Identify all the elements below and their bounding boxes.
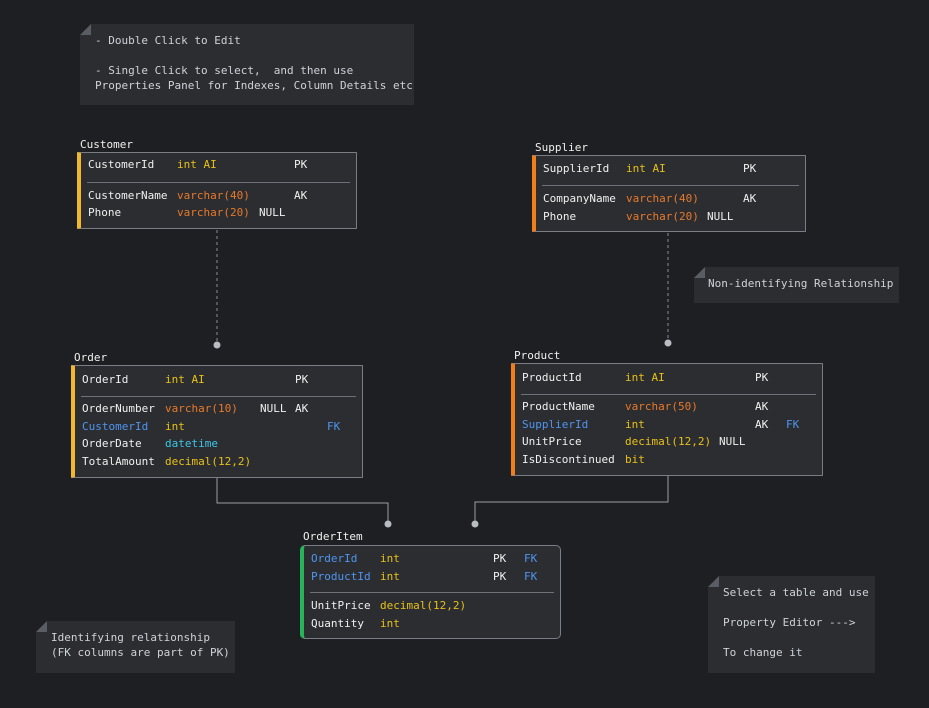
column-key: PK (493, 570, 507, 583)
note-line: Property Editor ---> (723, 616, 856, 629)
rel-product-orderitem (474, 476, 669, 521)
note-line (723, 600, 875, 615)
table-supplier[interactable]: SupplierId int AI PK CompanyName varchar… (532, 155, 806, 232)
column-key: PK (295, 373, 309, 386)
column-name: Phone (88, 206, 122, 219)
column-type: int AI (165, 373, 205, 386)
note-line (723, 630, 875, 645)
note-line: To change it (723, 646, 803, 659)
column-type: varchar(10) (165, 402, 238, 415)
rel-product-orderitem-end (471, 520, 479, 528)
column-key: PK (755, 371, 769, 384)
column-fk: FK (524, 570, 538, 583)
column-type: decimal(12,2) (165, 455, 252, 468)
column-type: int (380, 570, 400, 583)
column-key: PK (493, 552, 507, 565)
column-name: UnitPrice (311, 599, 371, 612)
note-edit-help[interactable]: - Double Click to Edit - Single Click to… (80, 24, 414, 105)
column-key: AK (755, 418, 769, 431)
note-line: Non-identifying Relationship (708, 277, 894, 290)
note-line (95, 48, 414, 63)
column-null: NULL (707, 210, 734, 223)
column-key: AK (755, 400, 769, 413)
pk-separator (310, 592, 554, 593)
rel-order-orderitem (216, 478, 389, 521)
column-name: CustomerName (88, 189, 168, 202)
rel-supplier-product-end (664, 339, 672, 347)
table-customer[interactable]: CustomerId int AI PK CustomerName varcha… (77, 152, 357, 229)
table-title-customer: Customer (80, 138, 133, 151)
note-property-editor[interactable]: Select a table and use Property Editor -… (708, 576, 875, 673)
column-fk: FK (524, 552, 538, 565)
column-type: int (380, 552, 400, 565)
column-name: OrderId (311, 552, 358, 565)
column-type: int AI (625, 371, 665, 384)
pk-separator (81, 396, 356, 397)
rel-order-orderitem-end (384, 520, 392, 528)
column-key: AK (295, 402, 309, 415)
column-type: decimal(12,2) (380, 599, 467, 612)
column-type: datetime (165, 437, 218, 450)
table-title-supplier: Supplier (535, 141, 588, 154)
column-name: CompanyName (543, 192, 616, 205)
note-non-identifying[interactable]: Non-identifying Relationship (694, 267, 899, 303)
column-name: CustomerId (82, 420, 149, 433)
note-line: Properties Panel for Indexes, Column Det… (95, 79, 413, 92)
column-key: AK (294, 189, 308, 202)
column-fk: FK (327, 420, 341, 433)
column-key: AK (743, 192, 757, 205)
column-type: varchar(20) (626, 210, 699, 223)
column-name: ProductId (311, 570, 371, 583)
column-type: int AI (177, 158, 217, 171)
column-name: TotalAmount (82, 455, 155, 468)
column-name: IsDiscontinued (522, 453, 615, 466)
column-type: varchar(40) (626, 192, 699, 205)
table-title-product: Product (514, 349, 561, 362)
table-product[interactable]: ProductId int AI PK ProductName varchar(… (511, 363, 823, 476)
column-null: NULL (259, 206, 286, 219)
note-line: Select a table and use (723, 586, 869, 599)
column-name: Phone (543, 210, 577, 223)
rel-customer-order-end (213, 341, 221, 349)
table-title-orderitem: OrderItem (303, 530, 363, 543)
table-title-order: Order (74, 351, 108, 364)
table-order[interactable]: OrderId int AI PK OrderNumber varchar(10… (71, 365, 363, 478)
column-name: Quantity (311, 617, 364, 630)
column-name: SupplierId (543, 162, 610, 175)
note-identifying[interactable]: Identifying relationship (FK columns are… (36, 621, 235, 673)
column-name: OrderId (82, 373, 129, 386)
column-key: PK (743, 162, 757, 175)
pk-separator (542, 185, 799, 186)
column-null: NULL (719, 435, 746, 448)
column-name: SupplierId (522, 418, 589, 431)
column-type: int (380, 617, 400, 630)
column-key: PK (294, 158, 308, 171)
column-type: bit (625, 453, 645, 466)
column-name: CustomerId (88, 158, 155, 171)
column-type: int (625, 418, 645, 431)
column-fk: FK (786, 418, 800, 431)
column-null: NULL (260, 402, 287, 415)
pk-separator (87, 182, 350, 183)
column-name: OrderDate (82, 437, 142, 450)
note-line: - Single Click to select, and then use (95, 64, 354, 77)
column-type: int AI (626, 162, 666, 175)
column-name: UnitPrice (522, 435, 582, 448)
table-orderitem[interactable]: OrderId int PK FK ProductId int PK FK Un… (300, 545, 561, 639)
column-type: varchar(40) (177, 189, 250, 202)
column-type: varchar(50) (625, 400, 698, 413)
column-type: decimal(12,2) (625, 435, 712, 448)
column-name: OrderNumber (82, 402, 155, 415)
column-type: int (165, 420, 185, 433)
column-name: ProductName (522, 400, 595, 413)
note-line: - Double Click to Edit (95, 34, 241, 47)
pk-separator (521, 394, 816, 395)
column-type: varchar(20) (177, 206, 250, 219)
note-line: (FK columns are part of PK) (51, 646, 230, 659)
note-line: Identifying relationship (51, 631, 210, 644)
column-name: ProductId (522, 371, 582, 384)
